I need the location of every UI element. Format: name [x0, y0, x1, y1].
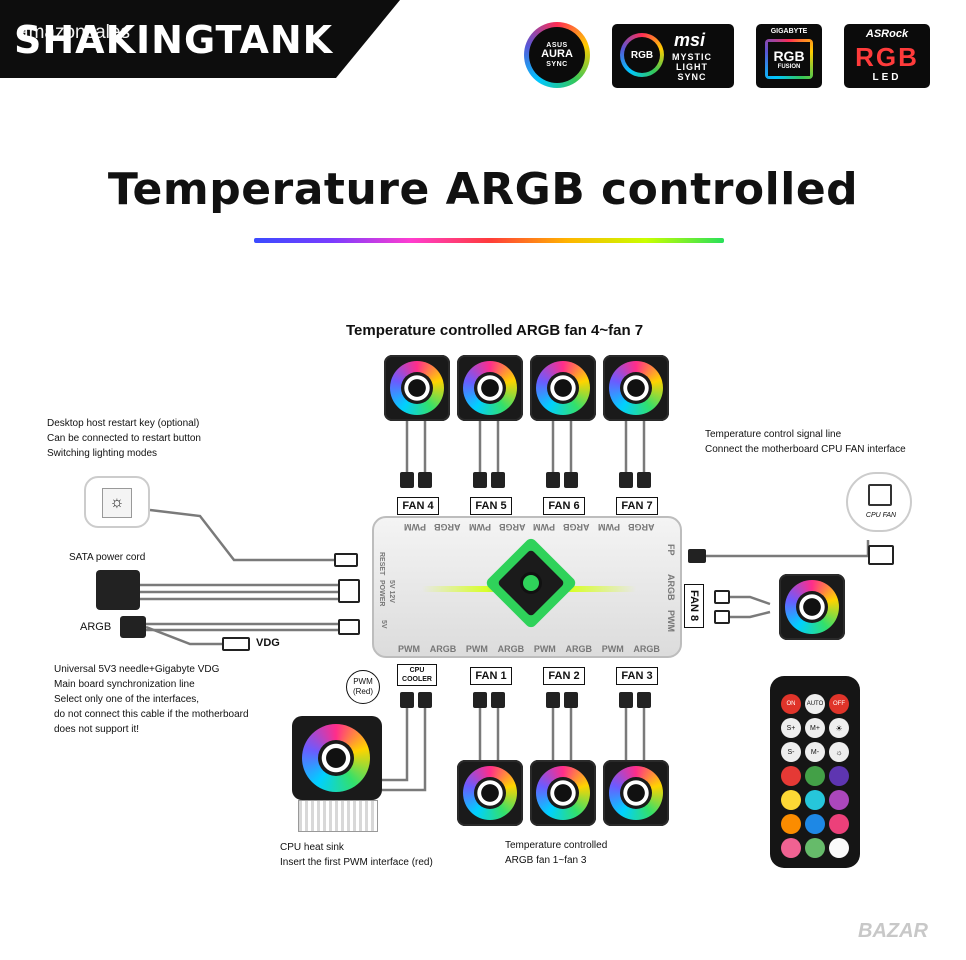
signal-line-note: Temperature control signal line Connect …	[705, 429, 906, 455]
fan-3-icon	[603, 760, 669, 826]
color-blue-button[interactable]	[805, 814, 825, 834]
brightness-up-icon[interactable]: ☀	[829, 718, 849, 738]
sata-connector	[338, 579, 360, 603]
restart-button-box: ☼	[84, 476, 150, 528]
connector	[619, 472, 633, 488]
cpu-cooler-label: CPU COOLER	[397, 664, 437, 686]
connector	[564, 472, 578, 488]
pwm-red-badge: PWM (Red)	[346, 670, 380, 704]
header-pins-icon	[868, 484, 892, 506]
cpu-cooler-fan-icon	[292, 716, 382, 800]
fan-5-label: FAN 5	[470, 497, 512, 515]
fan-4-label: FAN 4	[397, 497, 439, 515]
page-title: Temperature ARGB controlled	[107, 164, 859, 215]
auto-button[interactable]: AUTO	[805, 694, 825, 714]
signal-connector	[868, 545, 894, 565]
fan-6-label: FAN 6	[543, 497, 585, 515]
color-lime-button[interactable]	[805, 838, 825, 858]
fan-3-label: FAN 3	[616, 667, 658, 685]
connector	[491, 692, 505, 708]
fan8-connector	[714, 610, 730, 624]
fan-7-icon	[603, 355, 669, 421]
remote-control: ON AUTO OFF S+ M+ ☀ S- M- ☼	[770, 676, 860, 868]
hub-bottom-ports: PWM ARGB PWM ARGB PWM ARGB PWM ARGB	[398, 644, 660, 654]
brightness-down-icon[interactable]: ☼	[829, 742, 849, 762]
connector	[546, 692, 560, 708]
hub-top-ports: PWM ARGB PWM ARGB PWM ARGB PWM ARGB	[404, 522, 654, 532]
fan-1-label: FAN 1	[470, 667, 512, 685]
fan-5-icon	[457, 355, 523, 421]
vdg-label: VDG	[256, 637, 280, 649]
color-yellow-button[interactable]	[781, 790, 801, 810]
argb-label: ARGB	[80, 621, 112, 633]
connector	[564, 692, 578, 708]
brand-banner	[0, 0, 400, 78]
msi-mystic-light-logo: RGB msi MYSTIC LIGHT SYNC	[612, 24, 734, 88]
fan-2-label: FAN 2	[543, 667, 585, 685]
connector	[473, 472, 487, 488]
color-red-button[interactable]	[781, 766, 801, 786]
tank-logo-icon	[520, 572, 542, 594]
color-cyan-button[interactable]	[805, 790, 825, 810]
connector	[637, 692, 651, 708]
asrock-rgb-led-logo: ASRock RGB LED	[844, 24, 930, 88]
top-fans-heading: Temperature controlled ARGB fan 4~fan 7	[346, 322, 644, 339]
asus-aura-sync-logo: ASUS AURA SYNC	[524, 22, 590, 88]
fan-7-label: FAN 7	[616, 497, 658, 515]
connector	[546, 472, 560, 488]
power-off-button[interactable]: OFF	[829, 694, 849, 714]
mode-down-button[interactable]: M-	[805, 742, 825, 762]
watermark-text: amazonsales	[18, 22, 130, 43]
fan-8-icon	[779, 574, 845, 640]
bottom-fans-note: Temperature controlled ARGB fan 1~fan 3	[505, 840, 608, 866]
cpu-fan-header-icon: CPU FAN	[846, 472, 912, 532]
vdg-connector	[222, 637, 250, 651]
connector	[473, 692, 487, 708]
restart-key-note: Desktop host restart key (optional) Can …	[47, 418, 201, 459]
connector	[400, 692, 414, 708]
color-green-button[interactable]	[805, 766, 825, 786]
color-orange-button[interactable]	[781, 814, 801, 834]
color-magenta-button[interactable]	[829, 790, 849, 810]
brand-name: SHAKINGTANK	[14, 18, 334, 62]
heatsink-fins-icon	[298, 800, 378, 832]
restart-connector	[334, 553, 358, 567]
color-white-button[interactable]	[829, 838, 849, 858]
fan-2-icon	[530, 760, 596, 826]
fan8-connector	[714, 590, 730, 604]
sata-plug-icon	[96, 570, 140, 610]
power-on-button[interactable]: ON	[781, 694, 801, 714]
color-pink-button[interactable]	[829, 814, 849, 834]
connector	[637, 472, 651, 488]
gigabyte-rgb-fusion-logo: GIGABYTE RGB FUSION	[756, 24, 822, 88]
sync-warning-note: Universal 5V3 needle+Gigabyte VDG Main b…	[54, 664, 249, 735]
corner-watermark: BAZAR	[858, 920, 928, 942]
fan-1-icon	[457, 760, 523, 826]
controller-hub: PWM ARGB PWM ARGB PWM ARGB PWM ARGB PWM …	[372, 516, 682, 658]
mode-up-button[interactable]: M+	[805, 718, 825, 738]
fp-connector	[688, 549, 706, 563]
argb-connector	[338, 619, 360, 635]
fan-6-icon	[530, 355, 596, 421]
connector	[400, 472, 414, 488]
connector	[491, 472, 505, 488]
sata-label: SATA power cord	[69, 552, 146, 563]
connector	[418, 692, 432, 708]
color-rose-button[interactable]	[781, 838, 801, 858]
argb-plug-icon	[120, 616, 146, 638]
fan-4-icon	[384, 355, 450, 421]
heatsink-note: CPU heat sink Insert the first PWM inter…	[280, 842, 433, 868]
connector	[619, 692, 633, 708]
speed-up-button[interactable]: S+	[781, 718, 801, 738]
fan-8-label: FAN 8	[684, 584, 704, 628]
sun-icon: ☼	[102, 488, 132, 518]
color-purple-button[interactable]	[829, 766, 849, 786]
rainbow-divider	[254, 238, 724, 243]
speed-down-button[interactable]: S-	[781, 742, 801, 762]
connector	[418, 472, 432, 488]
